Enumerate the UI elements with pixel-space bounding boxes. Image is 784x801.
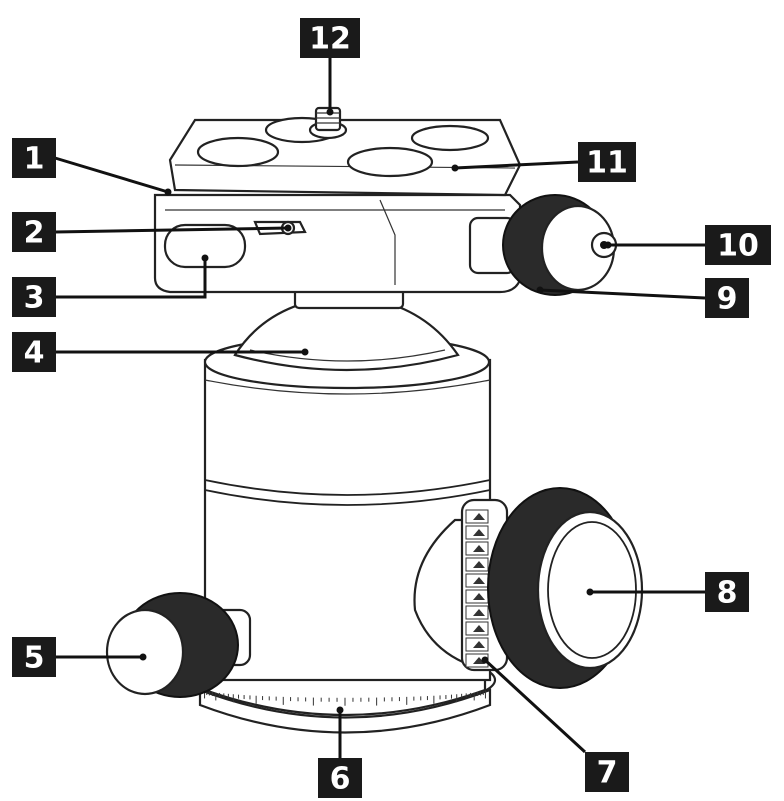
leader-line-3 <box>55 258 207 299</box>
leader-line-7 <box>483 658 587 754</box>
clamp-lock-knob <box>468 194 618 296</box>
leader-dot-12 <box>326 108 334 116</box>
callout-5: 5 <box>12 637 56 677</box>
callout-3: 3 <box>12 277 56 317</box>
leader-dot-1 <box>164 188 172 196</box>
callout-1: 1 <box>12 138 56 178</box>
callout-9: 9 <box>705 278 749 318</box>
friction-scale-mark <box>473 561 485 568</box>
leader-dot-11 <box>451 164 459 172</box>
callout-7: 7 <box>585 752 629 792</box>
friction-scale <box>465 509 489 668</box>
friction-scale-mark <box>473 545 485 552</box>
friction-scale-mark <box>473 657 485 664</box>
quick-release-plate <box>168 106 522 197</box>
callout-11-text: 11 <box>586 146 628 181</box>
friction-scale-mark <box>473 609 485 616</box>
pan-lock-knob <box>105 592 252 698</box>
leader-line-9 <box>539 288 706 300</box>
leader-line-2 <box>54 226 289 234</box>
leader-dot-4 <box>301 348 309 356</box>
callout-10: 10 <box>705 225 771 265</box>
callout-2: 2 <box>12 212 56 252</box>
leader-dot-8 <box>586 588 594 596</box>
callout-6: 6 <box>318 758 362 798</box>
leader-dot-10 <box>604 241 612 249</box>
callout-8-text: 8 <box>717 576 738 611</box>
callout-9-text: 9 <box>717 282 738 317</box>
callout-3-text: 3 <box>24 281 45 316</box>
friction-scale-mark <box>473 513 485 520</box>
callout-4-text: 4 <box>24 336 45 371</box>
callout-1-text: 1 <box>24 142 45 177</box>
callout-11: 11 <box>578 142 636 182</box>
friction-scale-mark <box>473 625 485 632</box>
leader-line-1 <box>54 156 169 194</box>
panning-scale <box>204 690 486 706</box>
callout-12: 12 <box>300 18 360 58</box>
callout-2-text: 2 <box>24 216 45 251</box>
callout-7-text: 7 <box>597 756 618 791</box>
leader-line-11 <box>454 160 579 170</box>
friction-scale-mark <box>473 577 485 584</box>
friction-scale-mark <box>473 529 485 536</box>
leader-dot-6 <box>336 706 344 714</box>
ball-head-illustration <box>105 106 644 734</box>
leader-dot-3 <box>201 254 209 262</box>
callout-lines <box>54 58 706 758</box>
leader-dot-9 <box>536 286 544 294</box>
callout-labels: 1 2 3 4 5 6 7 8 <box>12 18 771 798</box>
callout-5-text: 5 <box>24 641 45 676</box>
callout-12-text: 12 <box>309 22 351 57</box>
leader-dot-5 <box>139 653 147 661</box>
friction-scale-mark <box>473 593 485 600</box>
callout-4: 4 <box>12 332 56 372</box>
callout-6-text: 6 <box>330 762 351 797</box>
callout-10-text: 10 <box>717 229 759 264</box>
leader-dot-2 <box>284 224 292 232</box>
clamp-body <box>153 193 522 294</box>
callout-8: 8 <box>705 572 749 612</box>
leader-dot-7 <box>481 656 489 664</box>
friction-scale-mark <box>473 641 485 648</box>
